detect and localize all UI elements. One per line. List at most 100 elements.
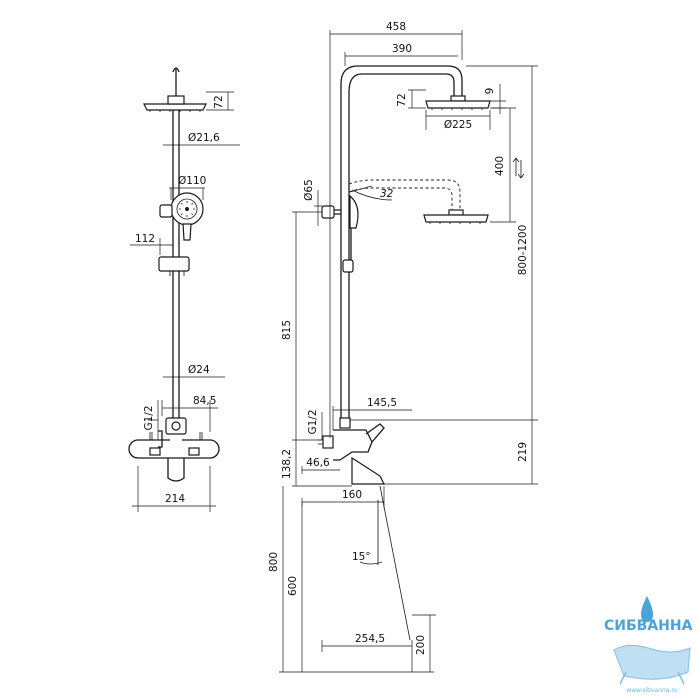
side-holder-arm [334, 209, 341, 215]
dim-800-lines [279, 486, 434, 673]
dim-145-5: 145,5 [367, 397, 397, 409]
dim-400: 400 [494, 156, 506, 176]
dim-84-5: 84,5 [193, 395, 216, 407]
dim-46-6: 46,6 [306, 457, 330, 469]
dim-g12-right: G1/2 [307, 409, 319, 434]
dim-32: 32 [380, 188, 394, 200]
front-connector-right [199, 432, 203, 440]
front-shower-head [143, 103, 207, 111]
logo-url: www.sibvanna.ru [626, 687, 678, 694]
dim-390: 390 [392, 43, 412, 55]
side-head-hub [450, 95, 466, 102]
side-water-jet [379, 485, 411, 641]
dim-254-5: 254,5 [355, 633, 385, 645]
dim-72-left-lines [206, 91, 234, 111]
dim-112: 112 [135, 233, 155, 245]
dim-214: 214 [165, 493, 185, 505]
dim-145-5-lines [332, 406, 412, 430]
arrow-up-icon [512, 157, 520, 176]
side-holder [321, 205, 335, 219]
front-inlet [158, 430, 163, 448]
dim-219: 219 [517, 442, 529, 462]
brand-logo: СИБВАННА www.sibvanna.ru [604, 596, 693, 694]
side-shower-head [425, 100, 491, 109]
front-head-hub [167, 95, 185, 105]
front-eccentric-left [149, 447, 161, 456]
dim-32-lines [349, 185, 393, 201]
dim-g12-left-lines [148, 400, 159, 440]
front-head-nozzles [149, 110, 201, 112]
front-eccentric-right [188, 447, 200, 456]
side-slider [342, 259, 354, 273]
dim-214-lines [132, 466, 216, 512]
front-dimensions: 72 Ø21,6 Ø110 112 Ø24 G1/2 84,5 214 [130, 91, 240, 512]
dim-800-1200-lines [466, 65, 538, 420]
dim-110-lines [169, 187, 205, 200]
side-mixer-body [333, 429, 373, 461]
side-dimensions: 458 390 72 9 Ø225 400 Ø65 32 800-1200 81… [268, 21, 538, 673]
bathtub-icon [613, 644, 691, 680]
front-pipe-cap [172, 67, 180, 73]
dim-15-deg-lines [359, 500, 383, 565]
front-hand-handle [182, 223, 192, 241]
front-holder-clamp [159, 204, 173, 218]
dim-21-6: Ø21,6 [188, 132, 220, 144]
front-mixer-body-lines [138, 439, 210, 459]
arrow-down-icon [517, 160, 525, 179]
dim-24: Ø24 [188, 364, 210, 376]
dim-219-lines [350, 419, 538, 485]
front-slider-lines [169, 271, 185, 276]
front-hand-inner [176, 198, 198, 220]
side-head-lowered-nozzles [429, 222, 481, 224]
dim-46-6-lines [301, 466, 340, 474]
bathtub-legs-icon [619, 671, 685, 685]
dim-225-lines [425, 110, 491, 130]
dim-225: Ø225 [444, 119, 472, 131]
dim-g12-left: G1/2 [143, 405, 155, 430]
side-arm-lowered-inner [348, 187, 453, 210]
front-slider [158, 256, 190, 272]
front-diverter-knob [171, 421, 181, 431]
dim-65: Ø65 [303, 179, 315, 201]
dim-800: 800 [268, 552, 280, 572]
dim-390-lines [344, 52, 458, 66]
dim-200: 200 [415, 635, 427, 655]
side-diverter [339, 417, 351, 429]
side-spout [351, 456, 385, 485]
dim-138-2-lines [292, 440, 352, 487]
side-arm-outer [340, 65, 463, 96]
dim-138-2: 138,2 [281, 449, 293, 479]
dim-72-right-lines [408, 89, 426, 109]
dim-800-1200: 800-1200 [517, 225, 529, 276]
side-main-riser [340, 84, 350, 418]
dim-160: 160 [342, 489, 362, 501]
front-connector-left [149, 432, 153, 440]
dim-254-5-lines [321, 640, 413, 672]
side-wall-connector [318, 439, 323, 445]
front-mixer-ends [128, 439, 220, 459]
side-hand-shower [349, 194, 359, 229]
dim-65-lines [314, 190, 322, 226]
dim-458-lines [329, 30, 463, 438]
dim-600: 600 [287, 576, 299, 596]
front-spout [167, 458, 185, 482]
water-drop-icon [641, 596, 653, 622]
front-hand-center [185, 207, 189, 211]
dim-815-lines [292, 211, 322, 441]
side-head-nozzles [431, 108, 483, 110]
dim-110: Ø110 [178, 175, 206, 187]
dim-458: 458 [386, 21, 406, 33]
dim-400-lines [490, 107, 516, 223]
dim-200-lines [412, 614, 436, 672]
front-view [128, 67, 220, 482]
side-arm-inner [348, 73, 455, 96]
dim-9: 9 [484, 88, 496, 95]
side-arm-lowered-outer [348, 179, 461, 210]
side-mixer-handle [365, 423, 385, 443]
dim-72-left: 72 [213, 95, 225, 108]
dim-815: 815 [281, 320, 293, 340]
dim-15-deg: 15° [352, 551, 371, 563]
side-head-lowered-hub [448, 209, 464, 216]
